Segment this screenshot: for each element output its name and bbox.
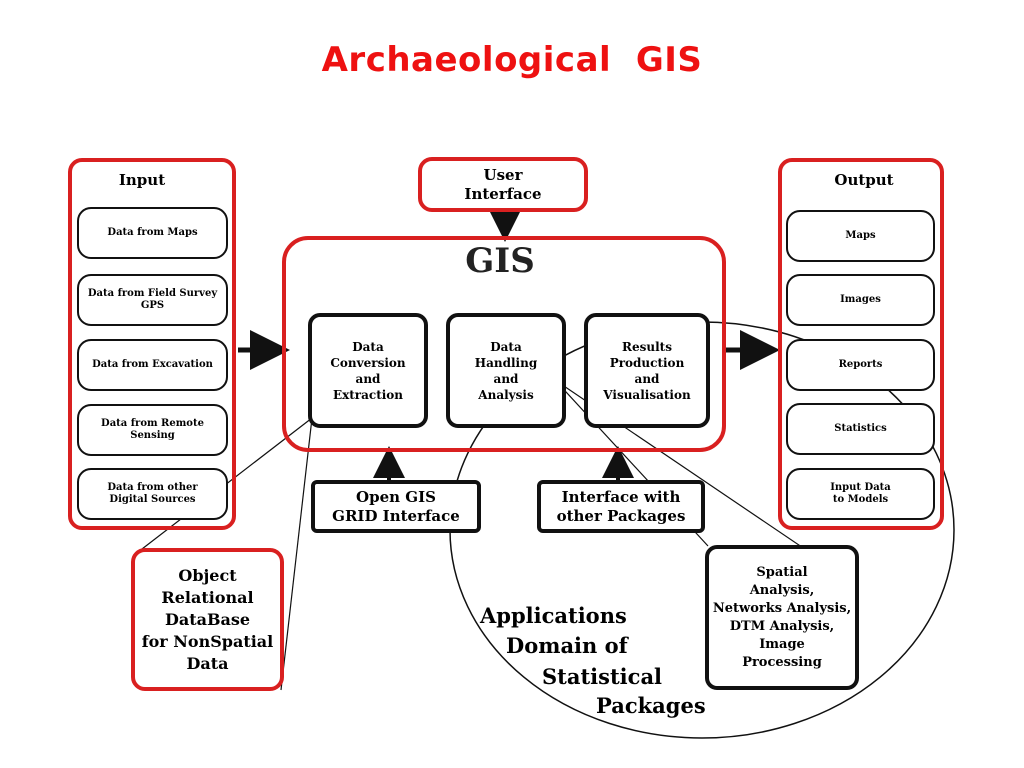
input-item-field-survey: Data from Field Survey GPS <box>77 274 228 326</box>
input-item-digital-sources: Data from other Digital Sources <box>77 468 228 520</box>
open-gis-box: Open GIS GRID Interface <box>311 480 481 533</box>
applications-line-4: Packages <box>596 692 706 718</box>
page-title: Archaeological GIS <box>321 40 703 80</box>
interface-packages-box: Interface with other Packages <box>537 480 705 533</box>
applications-line-2: Domain of <box>506 632 628 658</box>
input-item-maps: Data from Maps <box>77 207 228 259</box>
output-item-reports: Reports <box>786 339 935 391</box>
data-handling-module: Data Handling and Analysis <box>446 313 566 428</box>
gis-frame <box>282 236 726 452</box>
data-conversion-module: Data Conversion and Extraction <box>308 313 428 428</box>
object-database-box: Object Relational DataBase for NonSpatia… <box>131 548 284 691</box>
user-interface-box: User Interface <box>418 157 588 212</box>
output-item-input-data-models: Input Data to Models <box>786 468 935 520</box>
input-item-excavation: Data from Excavation <box>77 339 228 391</box>
applications-line-3: Statistical <box>542 663 663 689</box>
gis-label: GIS <box>465 241 535 281</box>
input-panel <box>68 158 236 530</box>
input-heading: Input <box>118 171 166 189</box>
output-heading: Output <box>834 171 894 189</box>
output-item-images: Images <box>786 274 935 326</box>
applications-line-1: Applications <box>480 602 627 628</box>
output-panel <box>778 158 944 530</box>
output-item-maps: Maps <box>786 210 935 262</box>
input-item-remote-sensing: Data from Remote Sensing <box>77 404 228 456</box>
spatial-analysis-box: Spatial Analysis, Networks Analysis, DTM… <box>705 545 859 690</box>
results-production-module: Results Production and Visualisation <box>584 313 710 428</box>
output-item-statistics: Statistics <box>786 403 935 455</box>
db-leader-2 <box>280 417 313 691</box>
